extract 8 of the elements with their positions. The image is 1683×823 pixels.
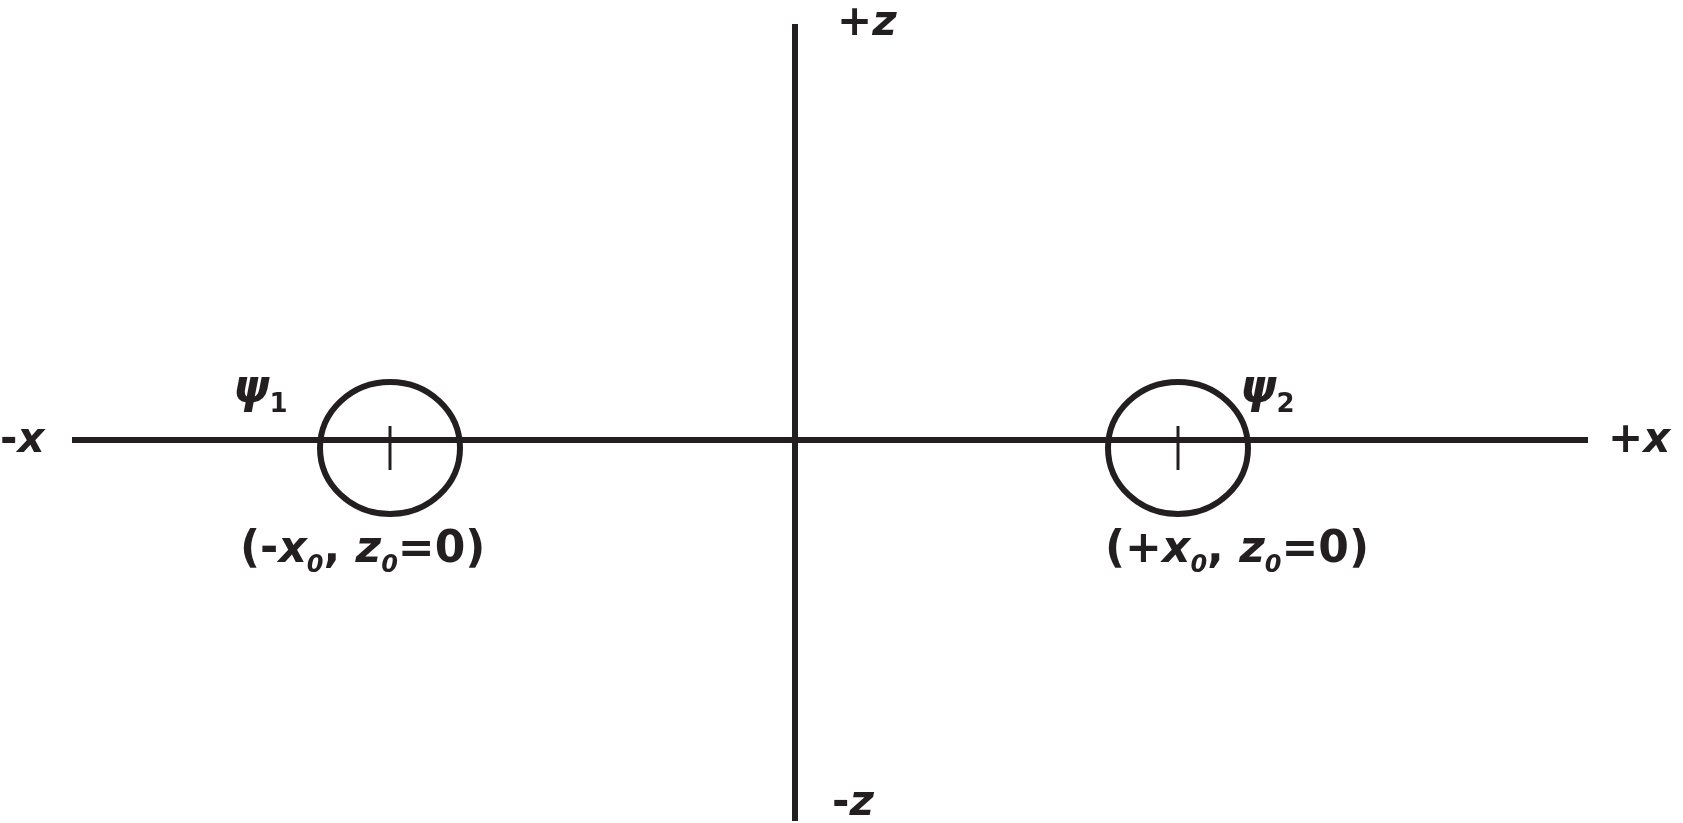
- axis-label: -x: [0, 417, 45, 459]
- axis-label: -z: [832, 780, 874, 822]
- axis-label: +x: [1608, 417, 1671, 459]
- coordinate-label: (+x$_{0}$, z$_{0}$=0): [1105, 525, 1370, 576]
- wavefunction-label: ψ$_{1}$: [233, 363, 288, 417]
- axis-label: +z: [837, 0, 897, 42]
- coordinate-label: (-x$_{0}$, z$_{0}$=0): [240, 525, 486, 576]
- wavefunction-label: ψ$_{2}$: [1240, 363, 1295, 417]
